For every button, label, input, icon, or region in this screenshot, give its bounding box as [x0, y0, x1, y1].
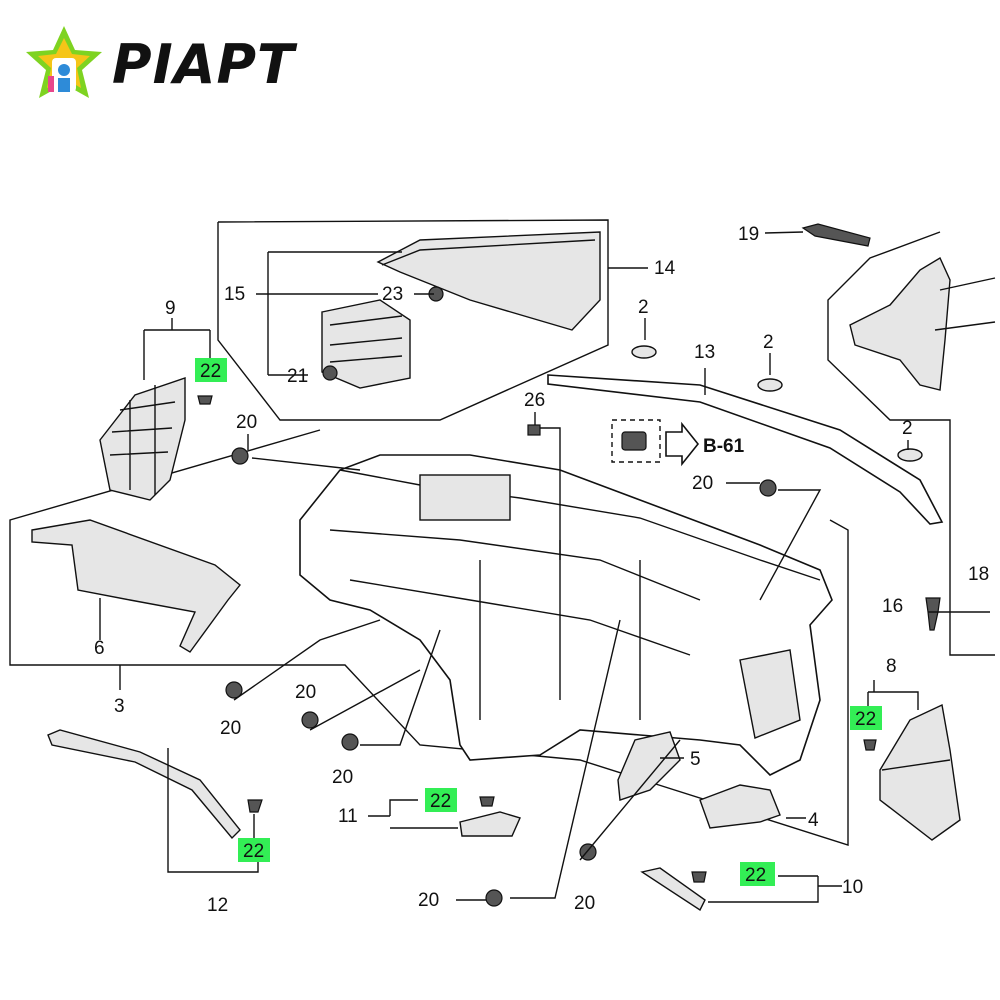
- clip-2-c-part: [897, 448, 923, 462]
- callout-9: 9: [165, 298, 176, 319]
- fastener-20d-part: [301, 711, 319, 729]
- highlight-22c: [425, 788, 457, 812]
- clip-22a-part: [197, 395, 213, 405]
- pillar-trim-part: [47, 729, 241, 840]
- callout-2a: 2: [638, 297, 649, 318]
- right-side-cover-seam: [881, 759, 951, 771]
- callout-18: 18: [968, 564, 989, 585]
- callout-22c: 22: [430, 791, 451, 812]
- airbag-module-detail: [329, 315, 403, 363]
- clip-2-a-part: [631, 345, 657, 359]
- callout-14: 14: [654, 258, 676, 279]
- bolt-16-part: [925, 597, 941, 631]
- group-18-outline: [827, 231, 995, 656]
- callout-26: 26: [524, 390, 545, 411]
- callout-22a: 22: [200, 361, 221, 382]
- instrument-panel-right-cavity: [739, 649, 801, 739]
- fastener-20b-part: [759, 479, 777, 497]
- callout-20d: 20: [295, 682, 316, 703]
- reference-clip-icon: [621, 431, 647, 451]
- garnish-10-part: [640, 867, 706, 912]
- callout-20b: 20: [692, 473, 713, 494]
- left-side-cover-part: [99, 377, 186, 501]
- garnish-11-part: [459, 811, 521, 837]
- reference-arrow-icon: [665, 421, 700, 467]
- garnish-6-part: [31, 519, 241, 653]
- clip-2-b-part: [757, 378, 783, 392]
- callout-20c: 20: [220, 718, 241, 739]
- bracket-18-part: [849, 256, 951, 391]
- brand-header: PIAPT: [22, 24, 295, 104]
- fastener-26-part: [527, 424, 541, 436]
- group-3-outline: [9, 429, 849, 846]
- callout-20g: 20: [574, 893, 595, 914]
- left-side-cover-ribs: [109, 385, 176, 495]
- fastener-20e-part: [341, 733, 359, 751]
- airbag-module-part: [321, 299, 411, 389]
- callout-16: 16: [882, 596, 903, 617]
- callout-13: 13: [694, 342, 715, 363]
- callout-20a: 20: [236, 412, 257, 433]
- fastener-20a-part: [231, 447, 249, 465]
- highlight-22b: [238, 838, 270, 862]
- callout-21: 21: [287, 366, 308, 387]
- callout-8: 8: [886, 656, 897, 677]
- brand-name: PIAPT: [112, 32, 295, 96]
- glovebox-lid-edge: [381, 239, 596, 266]
- group-14-outline: [217, 219, 609, 421]
- callout-3: 3: [114, 696, 125, 717]
- callout-2c: 2: [902, 418, 913, 439]
- reference-label: B-61: [703, 436, 745, 457]
- callout-5: 5: [690, 749, 701, 770]
- clip-22b-part: [247, 799, 263, 813]
- lower-cover-5-part: [617, 731, 681, 801]
- instrument-panel-body: [299, 454, 833, 776]
- callout-20e: 20: [332, 767, 353, 788]
- callout-22d: 22: [745, 865, 766, 886]
- callout-15: 15: [224, 284, 245, 305]
- highlight-22e: [850, 706, 882, 730]
- highlight-22d: [740, 862, 775, 886]
- glovebox-lid-part: [376, 231, 601, 331]
- callout-6: 6: [94, 638, 105, 659]
- callout-12: 12: [207, 895, 228, 916]
- lower-cover-4-part: [699, 784, 781, 829]
- instrument-panel-vent-opening: [419, 474, 511, 521]
- instrument-panel-top-contour: [339, 469, 821, 581]
- clip-22e-part: [863, 739, 877, 751]
- callout-20f: 20: [418, 890, 439, 911]
- callout-4: 4: [808, 810, 819, 831]
- callout-22e: 22: [855, 709, 876, 730]
- bracket-arm: [934, 277, 996, 331]
- clip-22c-part: [479, 796, 495, 807]
- leader-lines: [99, 231, 990, 903]
- brand-logo-icon: [26, 26, 102, 98]
- callout-23: 23: [382, 284, 403, 305]
- callout-11: 11: [338, 806, 358, 827]
- callout-2b: 2: [763, 332, 774, 353]
- bolt-19-part: [801, 223, 871, 247]
- highlight-22a: [195, 358, 227, 382]
- callout-10: 10: [842, 877, 863, 898]
- callout-19: 19: [738, 224, 759, 245]
- instrument-panel-ribs: [329, 529, 701, 720]
- callout-22b: 22: [243, 841, 264, 862]
- fastener-20g-part: [485, 889, 503, 907]
- clip-22d-part: [691, 871, 707, 883]
- right-side-cover-part: [879, 703, 961, 841]
- fastener-21-part: [322, 365, 338, 381]
- fastener-20c-part: [225, 681, 243, 699]
- dash-upper-trim-part: [547, 374, 944, 525]
